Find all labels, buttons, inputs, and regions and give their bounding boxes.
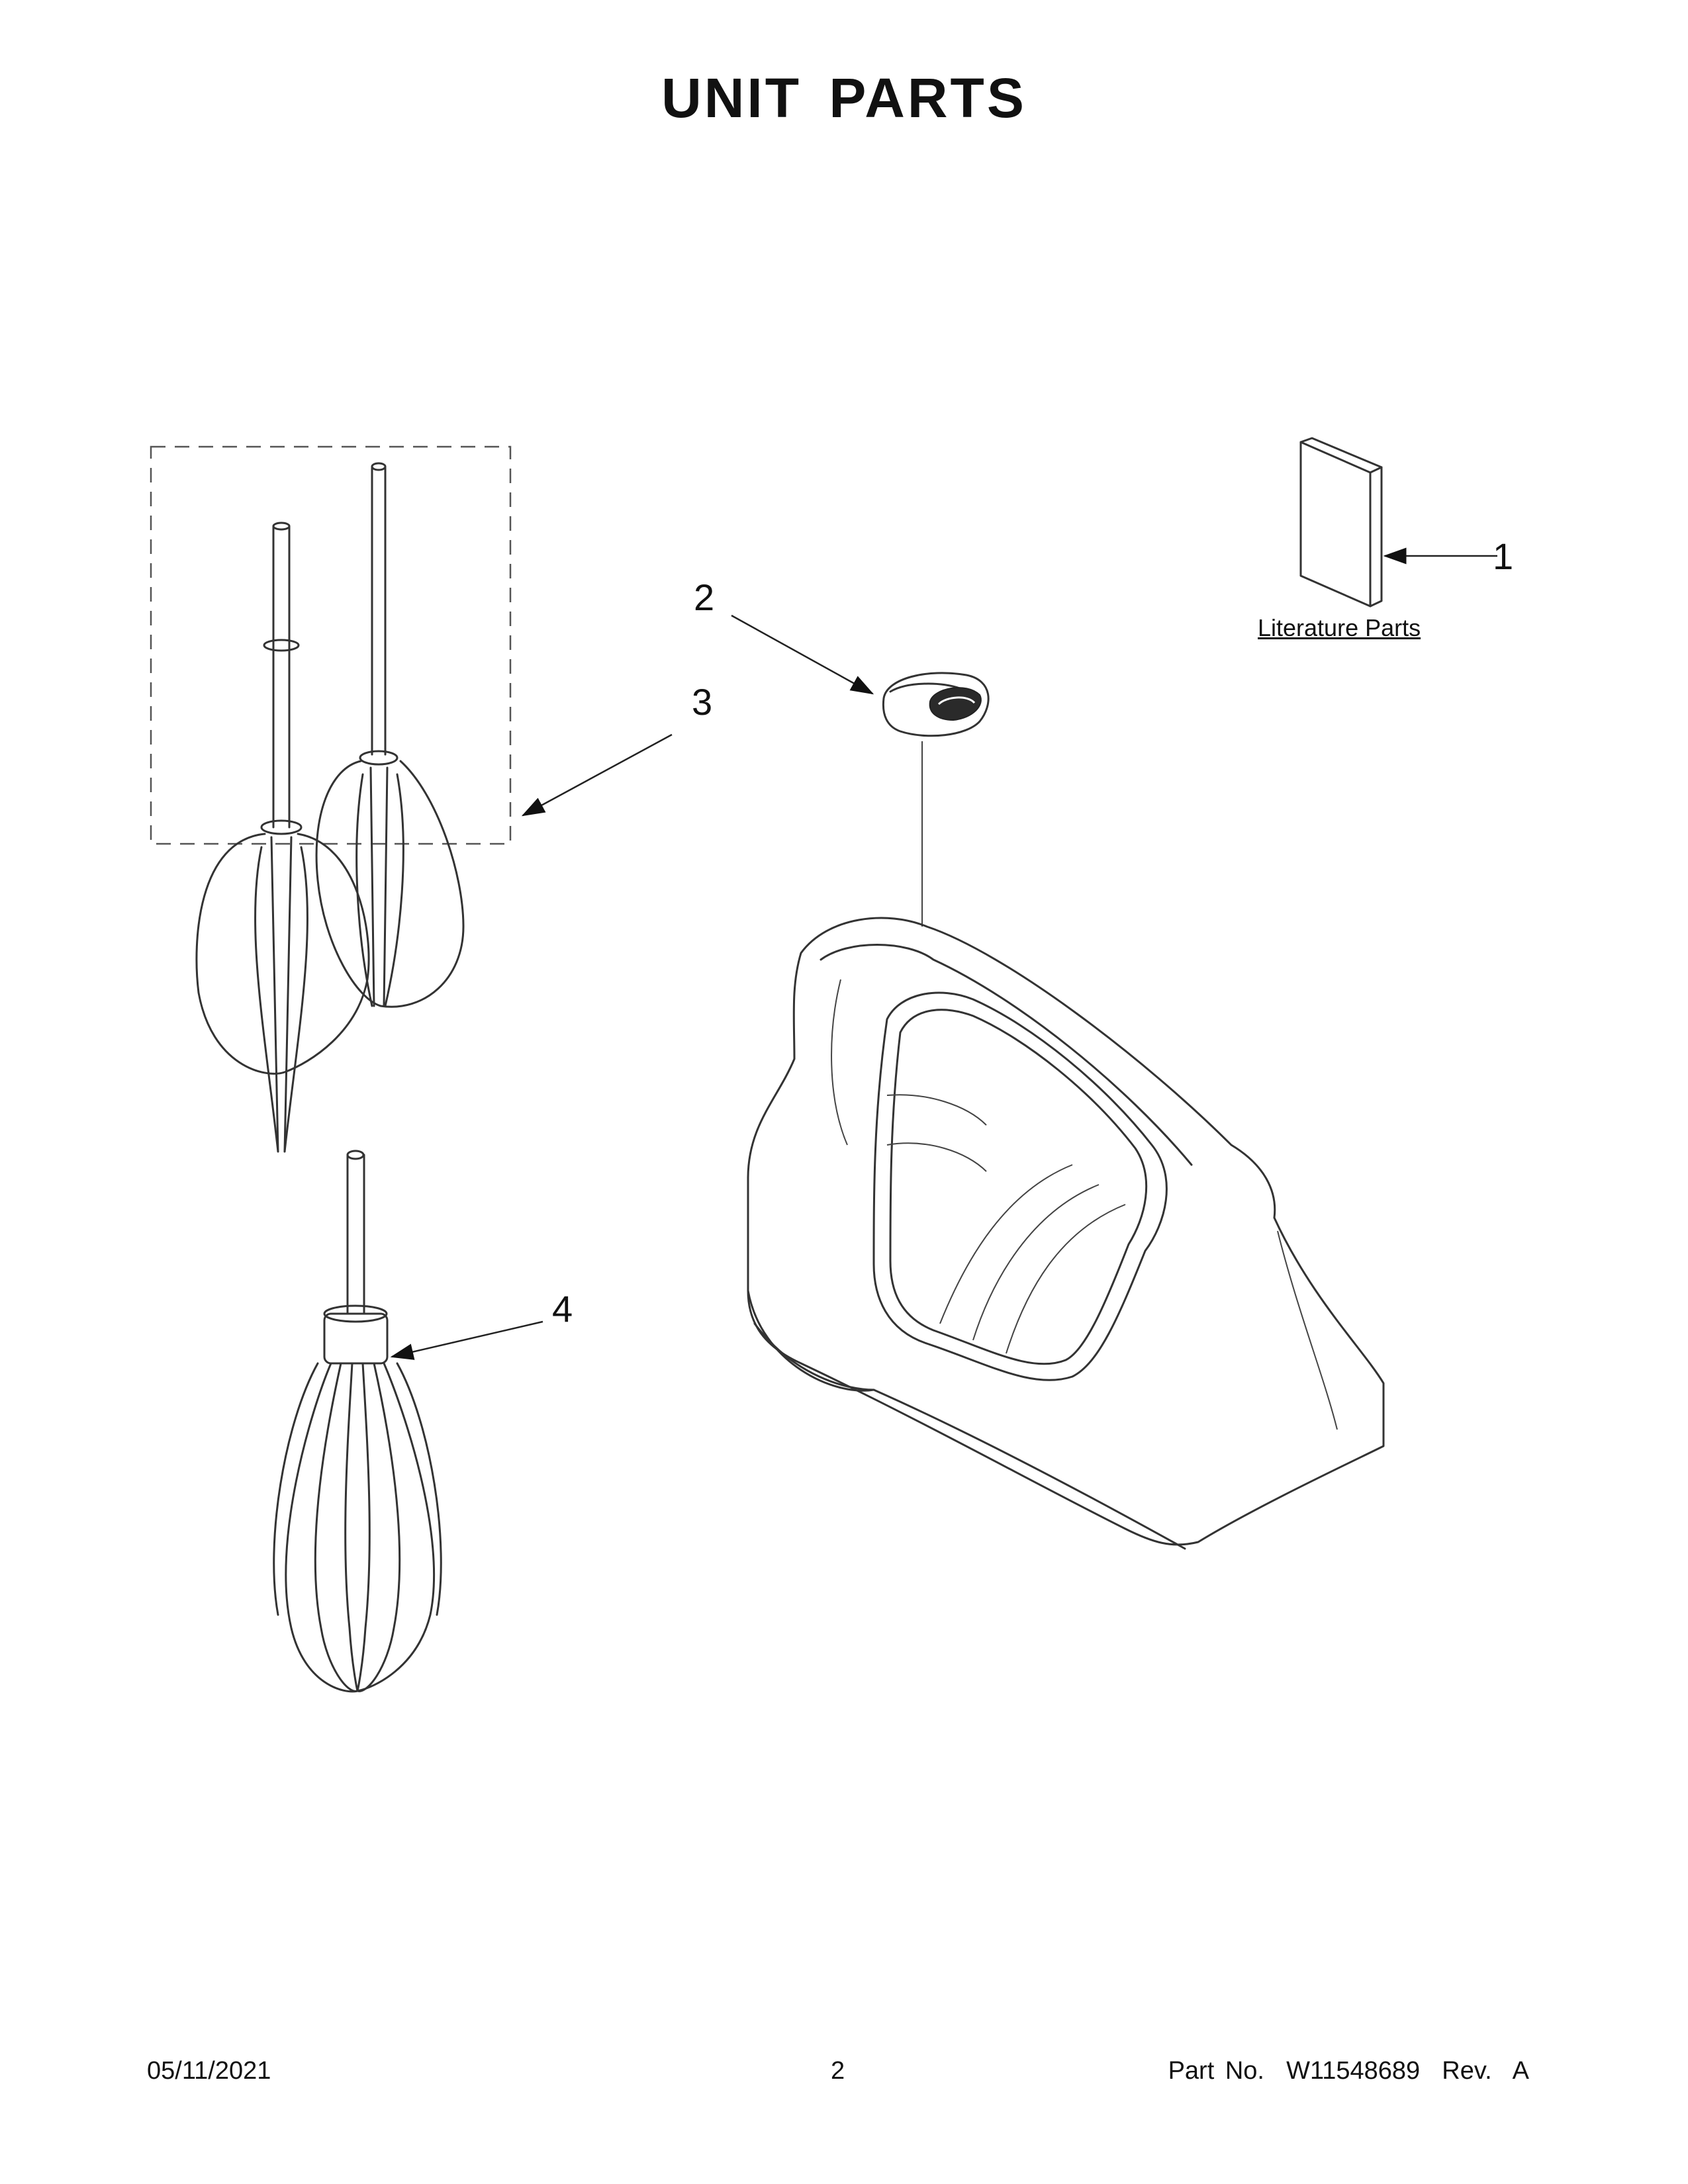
callout-2-leader: [731, 614, 874, 695]
callout-3: 3: [692, 681, 713, 723]
footer-page-number: 2: [831, 2057, 845, 2085]
mixer-body-part: [747, 917, 1385, 1550]
callout-2: 2: [694, 576, 715, 618]
footer-part-number: Part No. W11548689 Rev. A: [1168, 2057, 1529, 2085]
callout-1: 1: [1493, 535, 1514, 577]
page-title: UNIT PARTS: [661, 67, 1027, 129]
whisk-part: [273, 1150, 442, 1693]
literature-parts-label: Literature Parts: [1258, 614, 1421, 641]
footer-date: 05/11/2021: [147, 2057, 271, 2085]
literature-booklet-part: [1299, 437, 1383, 608]
beaters-group-box: [150, 445, 512, 845]
callout-3-leader: [521, 733, 673, 817]
callout-4-leader: [390, 1320, 543, 1360]
beaters-part: [150, 445, 512, 1153]
speed-control-knob-part: [882, 672, 990, 737]
callout-4: 4: [552, 1288, 573, 1330]
